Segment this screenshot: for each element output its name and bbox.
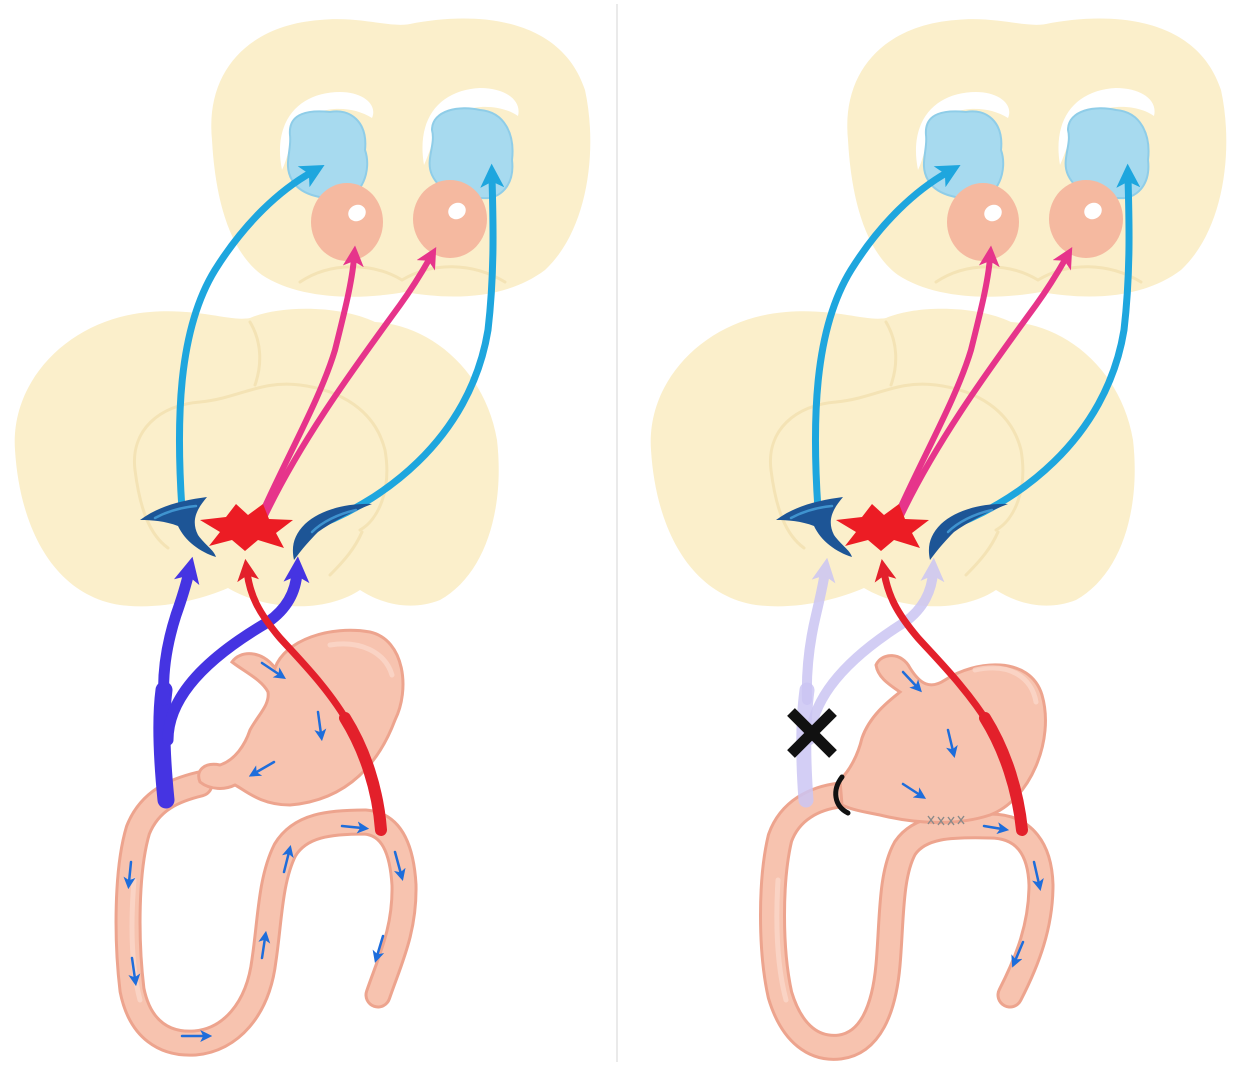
brain-sections-right [651,19,1227,607]
intestine-left-tube [128,784,404,1043]
intestine-left [128,784,404,1043]
pink-nucleus-left [947,183,1019,261]
forebrain-section [847,19,1226,297]
pink-nucleus-right [1049,180,1123,258]
forebrain-outline [847,19,1226,297]
brain-right-slot [651,19,1227,607]
forebrain-outline [211,19,590,297]
brain-sections-left [15,19,591,607]
pink-nucleus-right [413,180,487,258]
intestine-right-tube [773,795,1042,1047]
intestine-right [773,795,1042,1047]
forebrain-section [211,19,590,297]
vagal-trunk-left [162,690,166,800]
pink-nucleus-left [311,183,383,261]
